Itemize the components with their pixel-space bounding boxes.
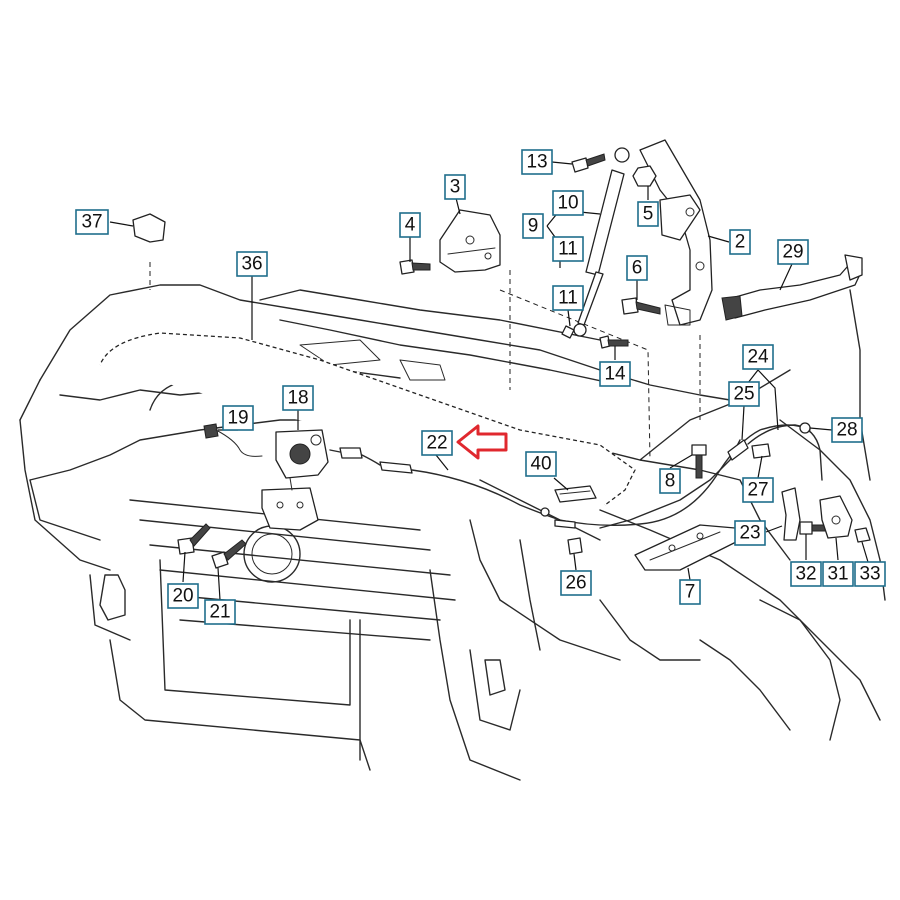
callout-label: 36 [241, 254, 262, 275]
callout-9[interactable]: 9 [522, 213, 544, 239]
callout-label: 2 [735, 232, 746, 253]
callout-label: 23 [739, 523, 760, 544]
callout-7[interactable]: 7 [679, 579, 701, 605]
hinge-bracket [439, 209, 501, 273]
callout-label: 27 [747, 480, 768, 501]
callout-10[interactable]: 10 [552, 190, 584, 216]
callout-8[interactable]: 8 [659, 468, 681, 494]
callout-label: 7 [685, 582, 696, 603]
callout-label: 3 [450, 177, 461, 198]
callout-29[interactable]: 29 [777, 239, 809, 265]
callout-18[interactable]: 18 [282, 385, 314, 411]
callout-22[interactable]: 22 [421, 430, 453, 456]
callout-label: 13 [526, 152, 547, 173]
callout-21[interactable]: 21 [204, 599, 236, 625]
callout-11b[interactable]: 11 [552, 285, 584, 311]
callout-label: 5 [643, 204, 654, 225]
callout-25[interactable]: 25 [728, 381, 760, 407]
callout-label: 4 [405, 215, 416, 236]
callout-label: 25 [733, 384, 754, 405]
release-handle-cable [599, 422, 823, 529]
callout-label: 29 [782, 242, 803, 263]
callout-27[interactable]: 27 [742, 477, 774, 503]
gas-strut [561, 147, 630, 339]
callout-label: 28 [836, 420, 857, 441]
callout-label: 11 [558, 239, 578, 260]
callout-13[interactable]: 13 [521, 149, 553, 175]
callout-label: 6 [632, 258, 643, 279]
callout-label: 32 [795, 564, 816, 585]
callout-6[interactable]: 6 [626, 255, 648, 281]
callout-11[interactable]: 11 [552, 236, 584, 262]
callout-label: 40 [530, 454, 551, 475]
cable-sleeve [554, 485, 597, 503]
callout-2[interactable]: 2 [729, 229, 751, 255]
lower-hinge [721, 254, 863, 321]
callout-label: 19 [227, 408, 248, 429]
callout-28[interactable]: 28 [831, 417, 863, 443]
callout-33[interactable]: 33 [854, 561, 886, 587]
callout-26[interactable]: 26 [560, 570, 592, 596]
hood-latch [261, 429, 329, 531]
callout-label: 21 [209, 602, 230, 623]
callout-label: 14 [604, 364, 626, 385]
callout-24[interactable]: 24 [742, 344, 774, 370]
callout-label: 31 [827, 564, 848, 585]
callout-4[interactable]: 4 [399, 212, 421, 238]
callout-label: 18 [287, 388, 308, 409]
callout-3[interactable]: 3 [444, 174, 466, 200]
callout-23[interactable]: 23 [734, 520, 766, 546]
callout-label: 8 [665, 471, 676, 492]
release-cable [329, 424, 811, 529]
callout-19[interactable]: 19 [222, 405, 254, 431]
callout-31[interactable]: 31 [822, 561, 854, 587]
callout-40[interactable]: 40 [525, 451, 557, 477]
release-handle-bracket [634, 524, 741, 571]
hood-seal-strip [98, 331, 637, 507]
callout-label: 10 [557, 193, 578, 214]
wiring-connector [203, 423, 263, 457]
bolts [177, 153, 831, 569]
callout-label: 22 [426, 433, 447, 454]
highlight-arrow-icon [456, 424, 508, 460]
callout-32[interactable]: 32 [790, 561, 822, 587]
callout-label: 9 [528, 216, 539, 237]
callout-label: 24 [747, 347, 769, 368]
callout-label: 11 [558, 288, 578, 309]
reference-lines [149, 262, 701, 461]
callout-20[interactable]: 20 [167, 583, 199, 609]
callout-label: 33 [859, 564, 880, 585]
callout-14[interactable]: 14 [599, 361, 631, 387]
callout-36[interactable]: 36 [236, 251, 268, 277]
cable-clip [567, 537, 583, 555]
callout-label: 26 [565, 573, 586, 594]
release-lever [781, 487, 871, 543]
callout-label: 20 [172, 586, 193, 607]
stop-buffer [132, 213, 166, 243]
callout-5[interactable]: 5 [637, 201, 659, 227]
callout-label: 37 [81, 212, 102, 233]
callout-37[interactable]: 37 [75, 209, 109, 235]
